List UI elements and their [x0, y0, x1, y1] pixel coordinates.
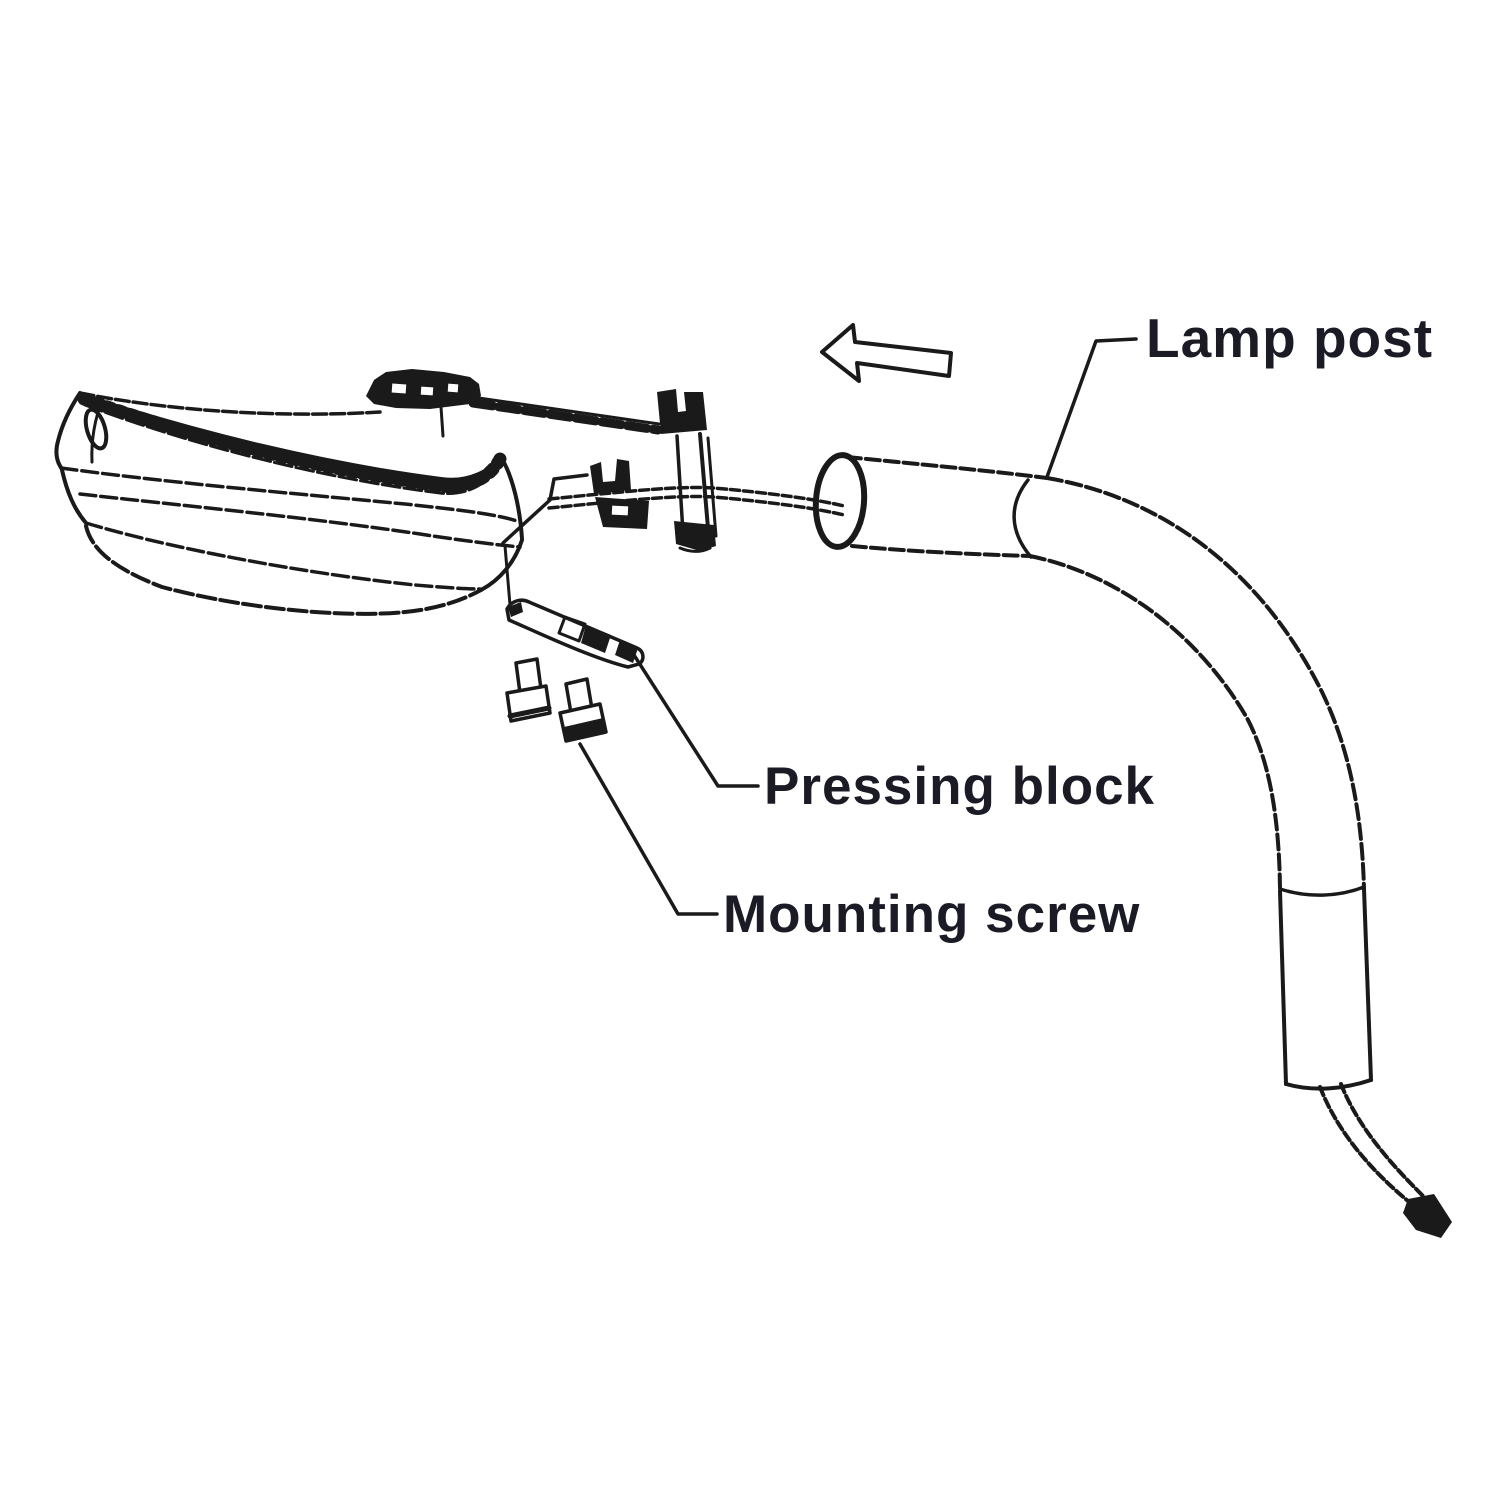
- clamp-slot: [611, 505, 629, 516]
- pressing-block-tip: [508, 602, 523, 617]
- label-lamp-post: Lamp post: [1146, 307, 1433, 369]
- tube-opening: [812, 452, 868, 550]
- screw-2-base: [564, 718, 606, 741]
- leader-lines: [578, 337, 1138, 916]
- lamp-head-fixture: [54, 369, 846, 616]
- label-pressing-block: Pressing block: [764, 757, 1155, 816]
- bowl-upper-curve: [84, 521, 482, 591]
- cable-line-2: [1339, 1082, 1425, 1198]
- latch-slot-2: [420, 386, 434, 396]
- top-cover-band-lower: [83, 403, 500, 496]
- bowl-right-edge: [479, 538, 524, 592]
- wire-upper: [547, 485, 846, 508]
- top-cover-band-upper: [81, 393, 503, 482]
- left-arrow-icon: [820, 323, 953, 383]
- arm-top-line: [470, 395, 661, 426]
- lamp-post-leader-line: [1045, 337, 1138, 479]
- mounting-arm: [468, 395, 663, 545]
- lamp-post-pipe: [812, 452, 1452, 1238]
- rim-right-edge: [499, 455, 524, 541]
- mounting-screw-1: [505, 657, 552, 723]
- bowl-left-edge: [60, 468, 88, 525]
- plate-right-edge-2: [706, 436, 718, 538]
- head-left-cap: [54, 391, 82, 471]
- pressing-block-boss: [581, 625, 611, 653]
- lower-pipe-left: [1278, 889, 1288, 1086]
- pressing-block-body: [505, 598, 645, 669]
- latch-slot-3: [447, 383, 459, 393]
- plate-foot-base: [678, 546, 712, 553]
- arm-top-band: [468, 398, 663, 435]
- tube-seam-lower: [1278, 885, 1366, 897]
- lower-pipe-right: [1362, 887, 1373, 1082]
- cable-plug: [1403, 1194, 1452, 1238]
- tube-seam-upper: [1012, 478, 1033, 559]
- tube-bottom-edge: [850, 544, 1032, 558]
- arm-underside: [501, 473, 589, 545]
- rim-line-upper: [59, 466, 519, 523]
- plate-right-edge: [698, 432, 711, 542]
- plate-prongs: [657, 389, 707, 434]
- label-mounting-screw: Mounting screw: [723, 885, 1140, 944]
- pressing-block-slot: [557, 615, 587, 643]
- bowl-bottom-curve: [84, 524, 483, 616]
- lower-pipe-bottom: [1284, 1078, 1373, 1091]
- latch-tick: [439, 405, 445, 438]
- latch-slot-1: [391, 383, 407, 394]
- plate-foot: [674, 521, 716, 551]
- bend-inner-edge: [1028, 554, 1282, 890]
- bend-outer-edge: [1045, 476, 1366, 891]
- head-top-edge: [78, 391, 382, 416]
- pressing-block-part: [505, 598, 645, 669]
- mounting-screw-leader-line: [578, 742, 719, 916]
- screw-1-base: [507, 705, 552, 719]
- clamp-prongs: [590, 459, 631, 494]
- clamp-assembly: [590, 459, 649, 529]
- projection-line: [503, 544, 512, 607]
- mounting-screw-2: [558, 677, 608, 743]
- power-wire: [547, 485, 846, 517]
- cable-line-1: [1318, 1085, 1416, 1208]
- cap-port-hole: [83, 407, 109, 451]
- labels: Lamp post Pressing block Mounting screw: [723, 307, 1433, 944]
- top-cover-hatch-band: [77, 392, 507, 493]
- plate-left-edge: [675, 434, 685, 535]
- mounting-plate: [657, 389, 718, 553]
- tube-top-edge: [845, 455, 1049, 480]
- rim-line-lower: [78, 492, 522, 549]
- pressing-block-end-cap: [615, 640, 638, 663]
- pressing-block-leader-line: [630, 650, 760, 788]
